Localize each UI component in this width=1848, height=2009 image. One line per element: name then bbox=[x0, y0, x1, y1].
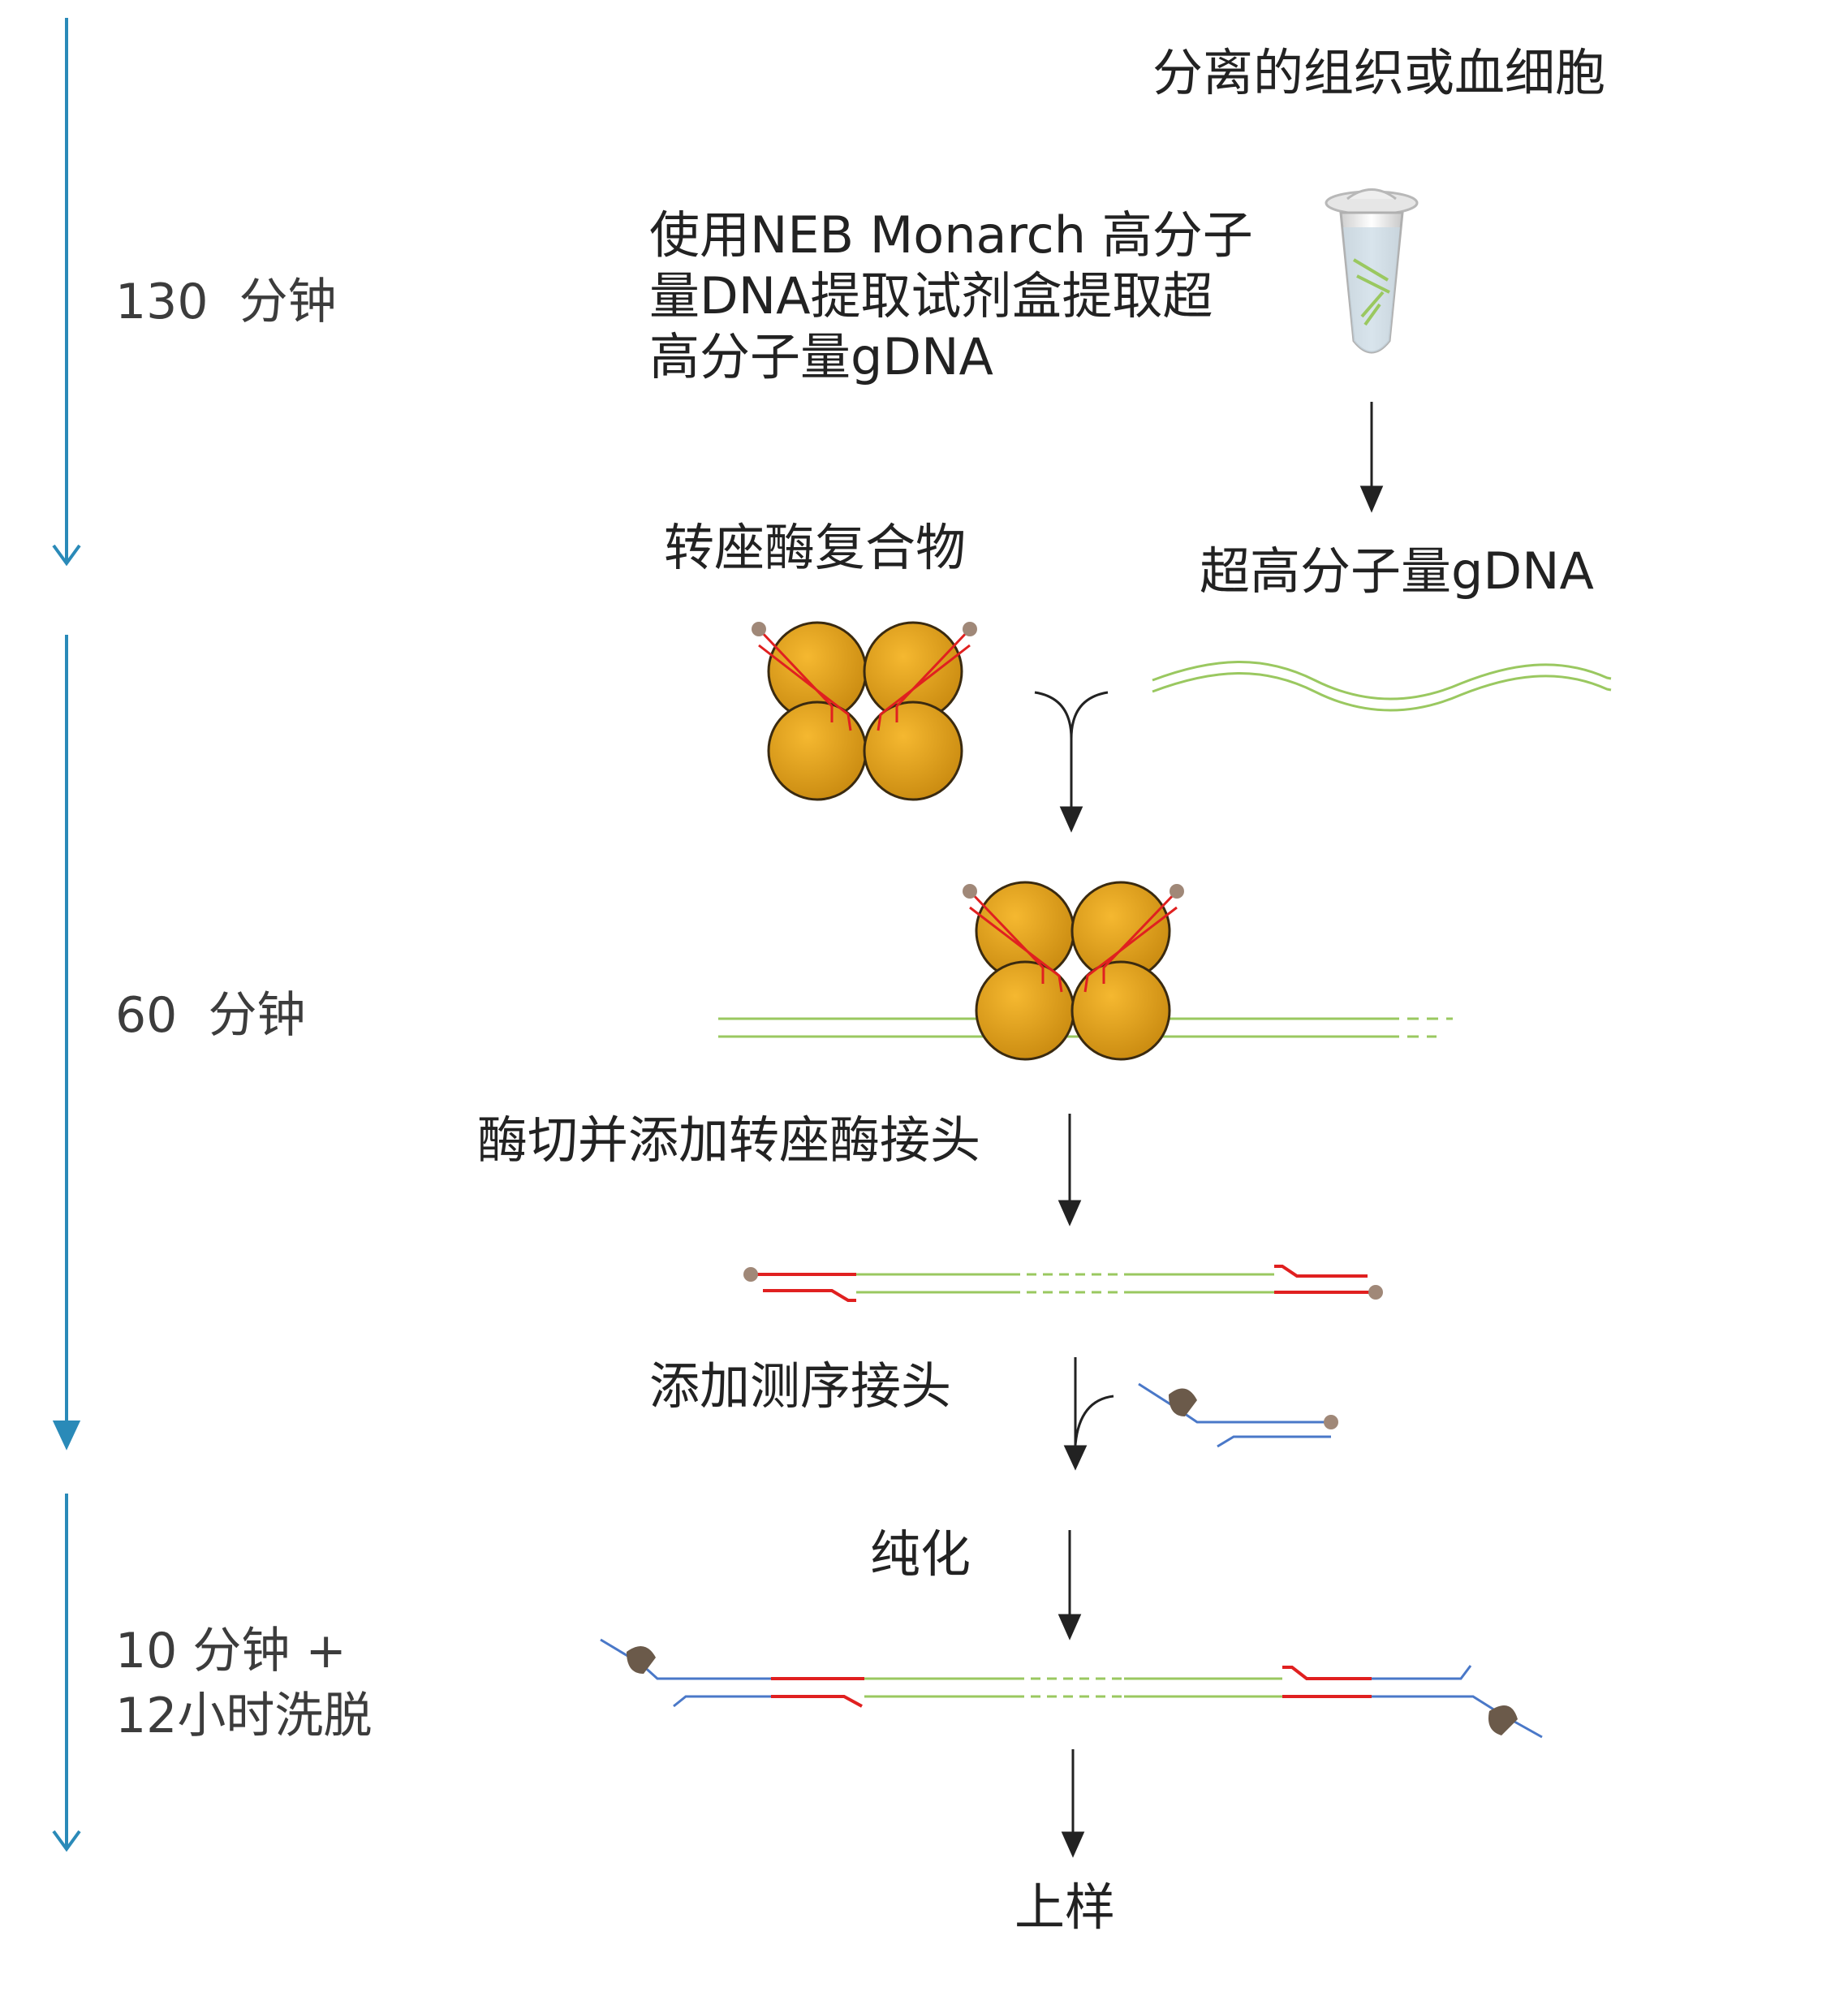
label-tagmentation: 酶切并添加转座酶接头 bbox=[477, 1110, 981, 1170]
label-add-adapters: 添加测序接头 bbox=[649, 1356, 952, 1416]
time-label-phase1: 130 分钟 bbox=[115, 274, 337, 330]
complex-on-dna bbox=[718, 881, 1453, 1061]
timeline-arrow-2 bbox=[52, 635, 81, 1451]
label-purify: 纯化 bbox=[870, 1524, 971, 1584]
label-extraction-line2: 量DNA提取试剂盒提取超 bbox=[649, 266, 1213, 325]
transposase-complex bbox=[752, 621, 977, 801]
tube-icon bbox=[1325, 188, 1419, 354]
uhmw-gdna-strand bbox=[1152, 661, 1612, 712]
tagmented-fragment bbox=[743, 1265, 1383, 1302]
time-label-phase3-line2: 12小时洗脱 bbox=[115, 1688, 373, 1744]
arrow-extract bbox=[1359, 402, 1384, 513]
time-label-phase2: 60 分钟 bbox=[115, 987, 306, 1044]
arrow-tagment bbox=[1058, 1114, 1082, 1227]
arrow-purify bbox=[1058, 1530, 1082, 1640]
arrow-load bbox=[1061, 1749, 1085, 1858]
label-load: 上样 bbox=[1014, 1878, 1116, 1937]
sequencing-adapter-icon bbox=[1138, 1382, 1338, 1448]
time-label-phase3-line1: 10 分钟 + bbox=[115, 1623, 347, 1679]
label-extraction-line1: 使用NEB Monarch 高分子 bbox=[649, 205, 1253, 265]
label-transposase-complex: 转座酶复合物 bbox=[664, 518, 967, 577]
arrow-add-adapters bbox=[1063, 1357, 1114, 1471]
final-library bbox=[600, 1638, 1543, 1739]
label-source: 分离的组织或血细胞 bbox=[1152, 43, 1606, 102]
label-uhmw-gdna: 超高分子量gDNA bbox=[1200, 541, 1594, 601]
arrow-merge bbox=[1034, 691, 1109, 833]
timeline-arrow-1 bbox=[52, 18, 81, 567]
label-extraction-line3: 高分子量gDNA bbox=[649, 327, 993, 386]
timeline-arrow-3 bbox=[52, 1494, 81, 1852]
